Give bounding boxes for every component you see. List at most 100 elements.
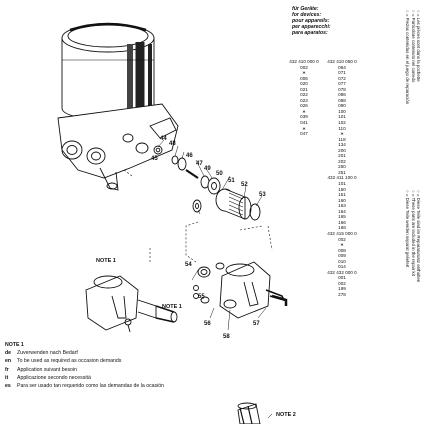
header-line: para aparatos:: [292, 30, 328, 36]
part-number-entry: 110: [338, 125, 346, 131]
repair-kit-legend-bottom: ○ = Diese Teile sind im Reparatursatz en…: [405, 190, 421, 282]
part-num-52: 52: [241, 182, 248, 188]
right-fitting: [193, 261, 288, 319]
note1-label-left: NOTE 1: [96, 258, 116, 264]
part-number-entry: 002: [300, 64, 308, 70]
legend-line: ○ = Les pièces sont dans la pochette: [416, 10, 421, 82]
part-number-entry: 002: [338, 280, 346, 286]
legend-line: ○ = Particolare contenuto nel corredo: [410, 10, 416, 83]
part-number-entry: 432 410 050 0: [327, 59, 357, 64]
header-line: für Geräte:: [292, 6, 319, 12]
dashed-guides: [123, 169, 273, 264]
part-number-entry: 009: [338, 253, 346, 259]
note2-label: NOTE 2: [276, 412, 296, 418]
part-number-entry: 134: [338, 142, 346, 148]
part-number-entry: 010: [338, 258, 346, 264]
part-number-entry: 086: [338, 92, 346, 98]
part-num-50: 50: [216, 171, 223, 177]
part-number-entry: 151: [338, 192, 346, 198]
part-number-entry: ∗: [302, 108, 306, 114]
legend-line: ○ = Diese Teile sind im Reparatursatz en…: [416, 190, 421, 283]
part-number-entry: 166: [338, 219, 346, 225]
part-num-56: 56: [204, 321, 211, 327]
part-number-entry: 163: [338, 203, 346, 209]
part-number-entry: 118: [338, 136, 346, 142]
part-number-entry: 021: [300, 86, 308, 92]
part-num-44: 44: [160, 136, 167, 142]
part-number-entry: 278: [338, 291, 346, 297]
note1-label-mid: NOTE 1: [162, 304, 182, 310]
part-num-51: 51: [228, 178, 235, 184]
part-num-57: 57: [253, 321, 260, 327]
part-num-49: 49: [204, 166, 211, 172]
part-number-entry: 064: [338, 64, 346, 70]
part-number-entry: 088: [338, 97, 346, 103]
part-num-54: 54: [185, 262, 192, 268]
part-number-entry: 168: [338, 225, 346, 231]
part-number-entry: 432 410 000 0: [289, 59, 319, 64]
bottom-fitting: [237, 402, 273, 424]
part-number-entry: 100: [338, 108, 346, 114]
part-number-entry: 001: [338, 275, 346, 281]
part-num-45: 45: [151, 156, 158, 162]
valve-small-parts: [153, 145, 261, 221]
part-number-entry: 202: [338, 158, 346, 164]
part-number-entry: ∗: [340, 242, 344, 248]
part-number-entry: 072: [338, 75, 346, 81]
part-number-entry: 432 415 000 0: [327, 230, 357, 236]
part-num-53: 53: [259, 192, 266, 198]
part-number-entry: 250: [338, 164, 346, 170]
devices-header: für Geräte: for devices: pour appareils:…: [292, 6, 331, 36]
part-num-58: 58: [223, 334, 230, 340]
part-number-entry: 200: [338, 147, 346, 153]
legend-line: ○ = These parts are included in the repa…: [410, 190, 416, 276]
part-number-entry: 014: [338, 264, 346, 270]
part-number-entry: 002: [338, 236, 346, 242]
part-number-entry: ∗: [302, 70, 306, 76]
part-number-entry: 006: [300, 75, 308, 81]
part-num-48: 48: [169, 141, 176, 147]
part-number-entry: 199: [338, 286, 346, 292]
part-number-entry: 078: [338, 86, 346, 92]
part-num-46: 46: [186, 153, 193, 159]
part-number-entry: 023: [300, 97, 308, 103]
part-number-entry: 102: [338, 120, 346, 126]
part-number-entry: 022: [300, 92, 308, 98]
part-number-entry: 160: [338, 197, 346, 203]
part-number-entry: 251: [338, 169, 346, 175]
part-number-entry: 432 411 100 0: [327, 175, 357, 181]
part-number-entry: 150: [338, 186, 346, 192]
part-number-entry: 039: [300, 114, 308, 120]
header-line: per apparecchi:: [292, 24, 331, 30]
part-number-entry: 026: [300, 103, 308, 109]
part-number-entry: 071: [338, 70, 346, 76]
part-number-entry: ∗: [302, 125, 306, 131]
part-num-55: 55: [198, 294, 205, 300]
header-line: pour appareils:: [292, 18, 330, 24]
part-number-entry: 008: [338, 247, 346, 253]
part-number-entry: 101: [338, 114, 346, 120]
part-number-entry: ∗: [340, 131, 344, 137]
part-number-entry: 077: [338, 81, 346, 87]
cartridge-canister: [61, 22, 155, 121]
part-number-entry: 090: [338, 103, 346, 109]
part-num-47: 47: [196, 161, 203, 167]
repair-kit-legend-top: ○ = Les pièces sont dans la pochette ○ =…: [405, 10, 421, 104]
part-number-entry: 201: [338, 153, 346, 159]
left-fitting: [85, 275, 178, 333]
legend-line: ○ = Piezas contenidas en el juego de rep…: [405, 10, 411, 105]
part-number-entry: 164: [338, 208, 346, 214]
leader-lines: [157, 139, 267, 331]
valve-housing: [57, 103, 179, 191]
part-number-entry: 041: [300, 120, 308, 126]
part-number-entry: 165: [338, 214, 346, 220]
part-number-entry: 432 432 000 0: [327, 269, 357, 275]
